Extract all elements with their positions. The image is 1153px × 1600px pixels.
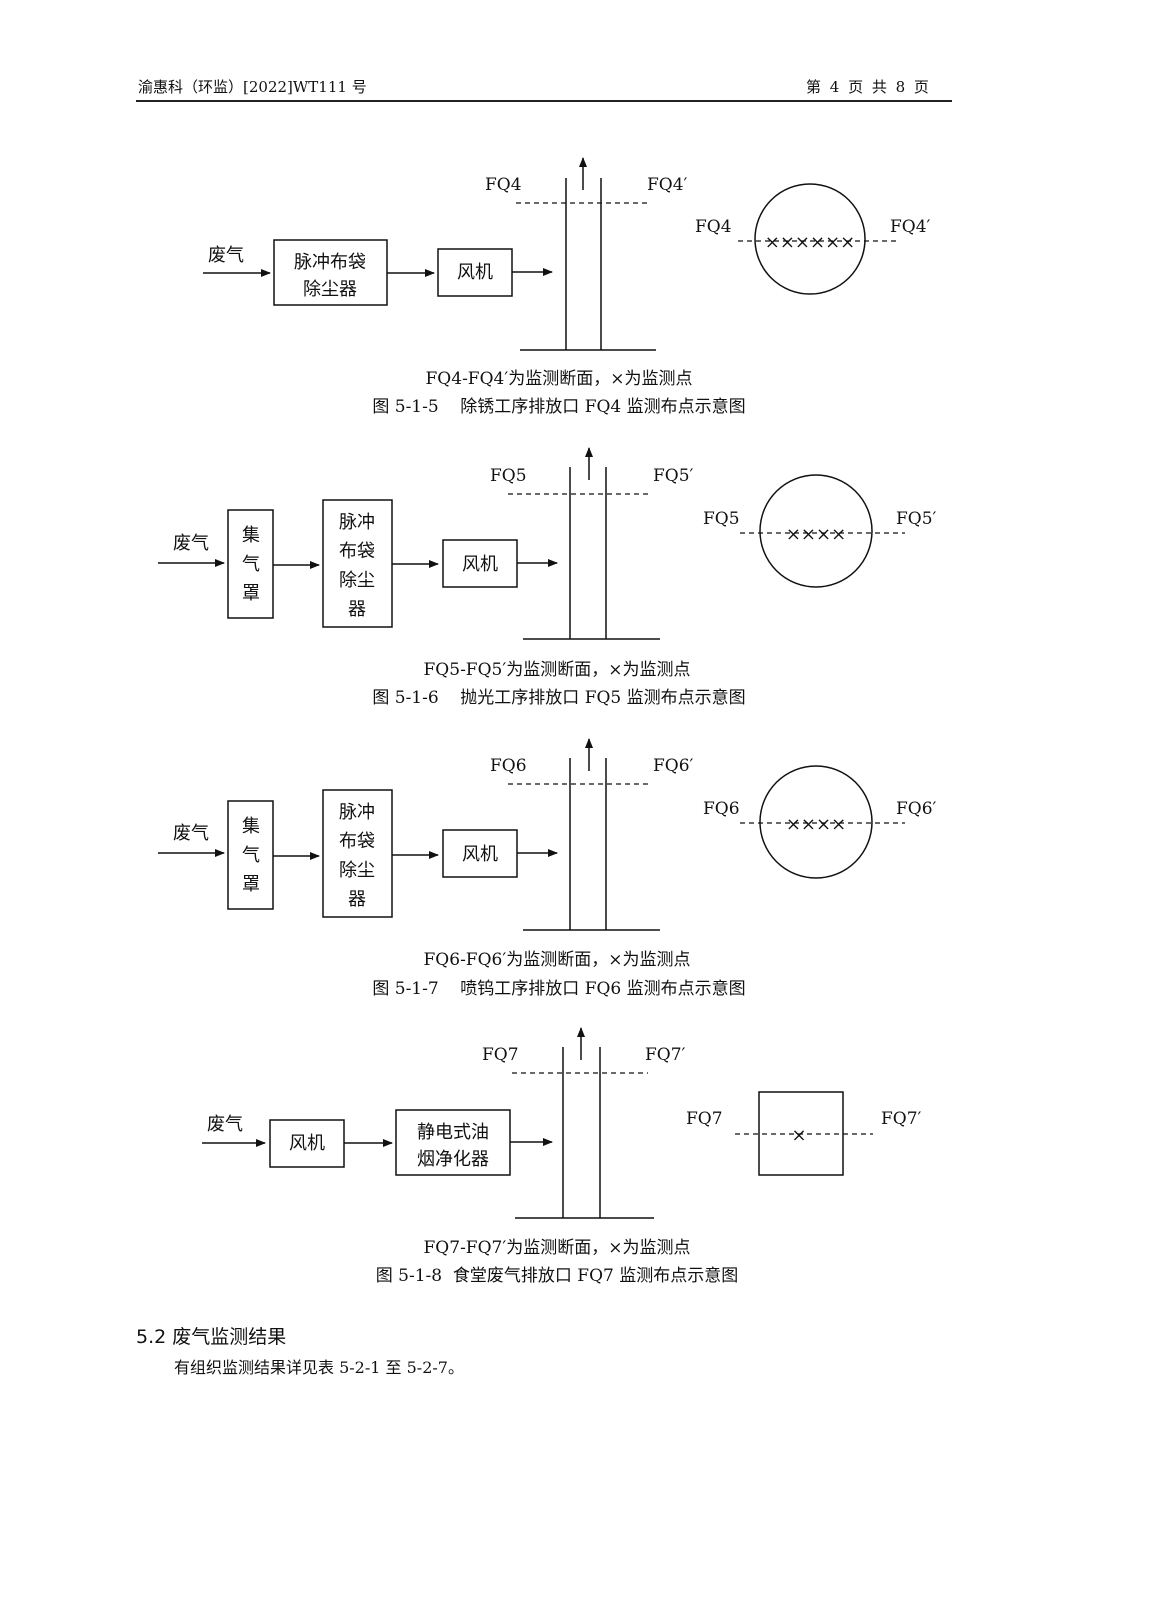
section-label-right: FQ5′ (653, 466, 694, 486)
monitoring-points: × (791, 1125, 806, 1146)
process-box-text: 静电式油 (417, 1122, 489, 1143)
cross-section-label-right: FQ5′ (896, 509, 937, 529)
section-label-left: FQ4 (485, 175, 522, 195)
figure-caption: 图 5-1-6 抛光工序排放口 FQ5 监测布点示意图 (372, 688, 745, 708)
figure-fq5: 废气 集 气 罩 脉冲 布袋 除尘 器 风机 FQ5 FQ5′ ×××× FQ5… (158, 447, 937, 708)
process-box-text: 气 (242, 845, 260, 866)
figure-caption: 图 5-1-5 除锈工序排放口 FQ4 监测布点示意图 (372, 397, 745, 417)
process-box-text: 罩 (242, 874, 260, 895)
section-label-right: FQ4′ (647, 175, 688, 195)
process-box-text: 器 (348, 889, 366, 910)
cross-section-label-left: FQ5 (703, 509, 740, 529)
cross-section-circle (759, 765, 873, 879)
cross-section-circle (759, 474, 873, 588)
process-box-text: 气 (242, 554, 260, 575)
process-box-dust-collector (322, 789, 393, 918)
process-box-text: 集 (242, 816, 260, 837)
cross-section-label-left: FQ7 (686, 1109, 723, 1129)
header-rule (136, 100, 952, 102)
section-label-right: FQ7′ (645, 1045, 686, 1065)
figure-fq4: 废气 脉冲布袋 除尘器 风机 FQ4 FQ4′ ×××××× FQ4 FQ4′ … (203, 157, 931, 417)
process-box-text: 烟净化器 (417, 1149, 489, 1170)
process-box-text: 布袋 (339, 831, 375, 852)
figure-note: FQ6-FQ6′为监测断面，×为监测点 (424, 950, 691, 970)
figure-note: FQ7-FQ7′为监测断面，×为监测点 (424, 1238, 691, 1258)
process-box-text: 除尘 (339, 860, 375, 881)
process-box-text: 风机 (289, 1133, 325, 1154)
cross-section-label-right: FQ7′ (881, 1109, 922, 1129)
cross-section-label-left: FQ4 (695, 217, 732, 237)
process-box-text: 除尘器 (303, 279, 357, 300)
page-info: 第 4 页 共 8 页 (806, 78, 929, 96)
cross-section-circle (754, 183, 866, 295)
figure-note: FQ4-FQ4′为监测断面，×为监测点 (426, 369, 693, 389)
process-box-text: 布袋 (339, 541, 375, 562)
input-label: 废气 (207, 1114, 243, 1135)
process-box-text: 脉冲布袋 (294, 252, 366, 273)
process-box-text: 集 (242, 525, 260, 546)
process-box-text: 风机 (462, 844, 498, 865)
monitoring-points: ×××× (786, 814, 846, 835)
cross-section-label-right: FQ6′ (896, 799, 937, 819)
section-label-right: FQ6′ (653, 756, 694, 776)
figure-fq7: 废气 风机 静电式油 烟净化器 FQ7 FQ7′ × FQ7 FQ7′ FQ7-… (202, 1027, 922, 1286)
section-paragraph: 有组织监测结果详见表 5-2-1 至 5-2-7。 (174, 1358, 464, 1377)
process-box-text: 风机 (462, 554, 498, 575)
cross-section-label-right: FQ4′ (890, 217, 931, 237)
process-box-hood (227, 800, 274, 910)
process-box-text: 器 (348, 599, 366, 620)
process-box-text: 脉冲 (339, 512, 375, 533)
figure-caption: 图 5-1-7 喷钨工序排放口 FQ6 监测布点示意图 (372, 979, 745, 999)
process-box-text: 罩 (242, 583, 260, 604)
monitoring-points: ×××××× (765, 232, 856, 253)
document-number: 渝惠科（环监）[2022]WT111 号 (138, 78, 367, 96)
section-label-left: FQ5 (490, 466, 527, 486)
input-label: 废气 (173, 823, 209, 844)
process-box-hood (227, 509, 274, 619)
section-label-left: FQ7 (482, 1045, 519, 1065)
figure-note: FQ5-FQ5′为监测断面，×为监测点 (424, 660, 691, 680)
input-label: 废气 (173, 533, 209, 554)
section-heading: 5.2 废气监测结果 (136, 1326, 287, 1348)
process-box-text: 脉冲 (339, 802, 375, 823)
section-label-left: FQ6 (490, 756, 527, 776)
input-label: 废气 (208, 245, 244, 266)
process-box-text: 除尘 (339, 570, 375, 591)
figure-caption: 图 5-1-8 食堂废气排放口 FQ7 监测布点示意图 (376, 1266, 739, 1286)
cross-section-label-left: FQ6 (703, 799, 740, 819)
figure-fq6: 废气 集 气 罩 脉冲 布袋 除尘 器 风机 FQ6 FQ6′ ×××× FQ6… (158, 738, 937, 999)
process-box-text: 风机 (457, 262, 493, 283)
monitoring-points: ×××× (786, 524, 846, 545)
